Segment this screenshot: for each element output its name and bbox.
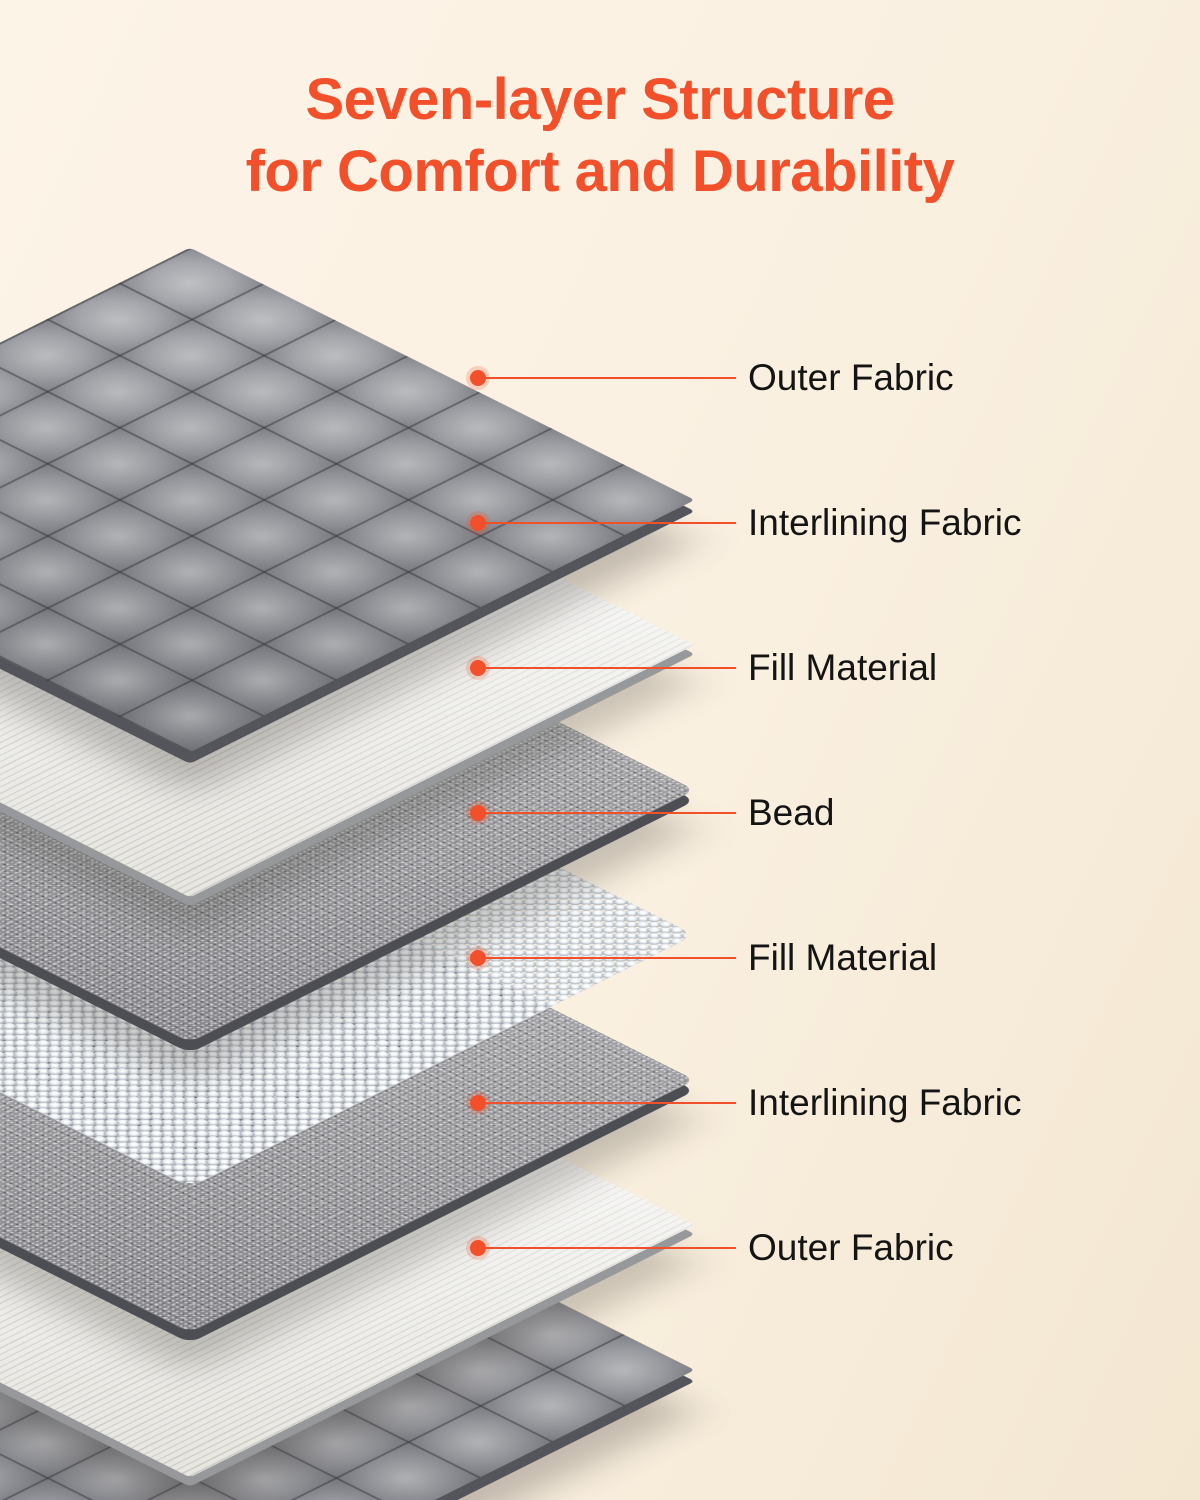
callout-dot-icon — [470, 1240, 486, 1256]
callout-dot-icon — [470, 370, 486, 386]
layer-label: Fill Material — [748, 647, 938, 688]
layer-label: Outer Fabric — [748, 1227, 954, 1268]
layer-label: Fill Material — [748, 937, 938, 978]
callout-line — [478, 522, 736, 524]
callout-dot-icon — [470, 1095, 486, 1111]
callout-dot-icon — [470, 950, 486, 966]
title-line-1: Seven-layer Structure — [305, 67, 895, 132]
page-title: Seven-layer Structure for Comfort and Du… — [0, 64, 1200, 208]
callout-line — [478, 957, 736, 959]
layer-label: Interlining Fabric — [748, 502, 1022, 543]
callout-line — [478, 1247, 736, 1249]
callout-dot-icon — [470, 515, 486, 531]
layer-label: Interlining Fabric — [748, 1082, 1022, 1123]
layer-label: Outer Fabric — [748, 357, 954, 398]
callout-dot-icon — [470, 660, 486, 676]
layer-label: Bead — [748, 792, 835, 833]
callout-line — [478, 1102, 736, 1104]
callout-line — [478, 667, 736, 669]
callout-dot-icon — [470, 805, 486, 821]
callout-line — [478, 377, 736, 379]
callout-line — [478, 812, 736, 814]
title-line-2: for Comfort and Durability — [245, 138, 955, 204]
